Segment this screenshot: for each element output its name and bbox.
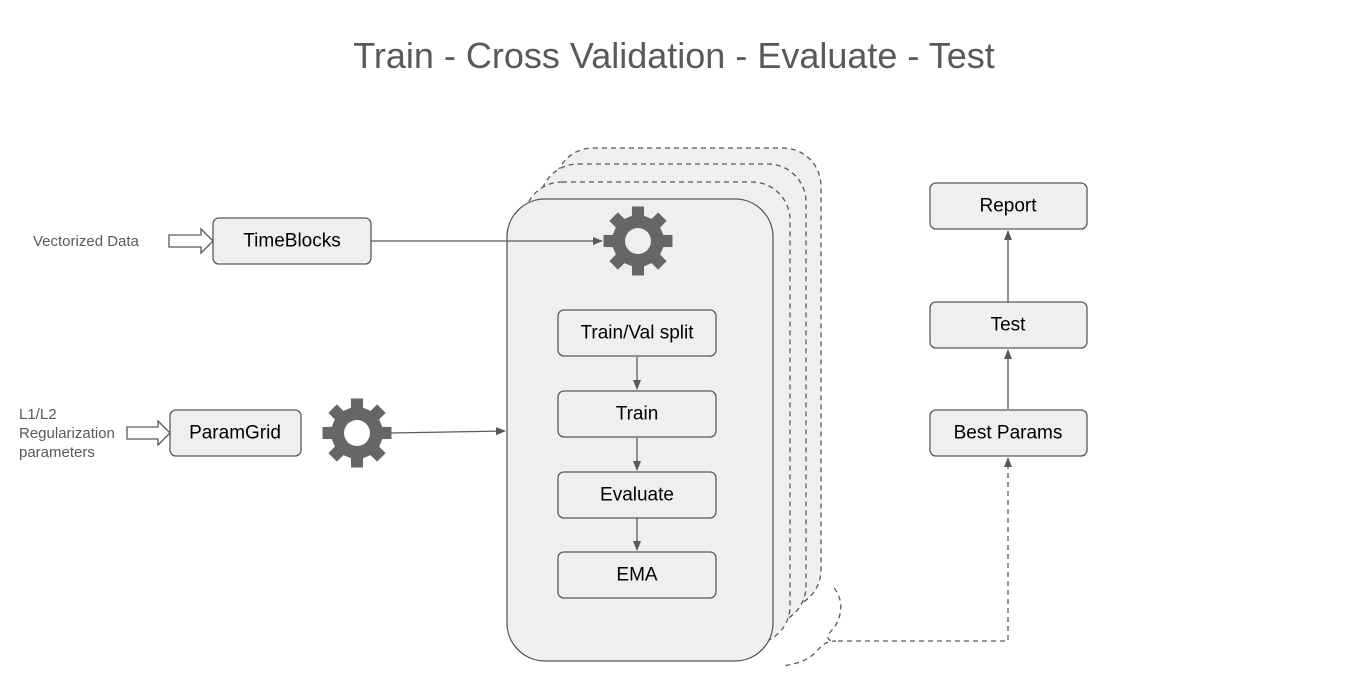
node-best-params[interactable]: Best Params <box>929 409 1088 457</box>
input-label-vectorized-data: Vectorized Data <box>33 233 140 250</box>
node-train[interactable]: Train <box>557 390 717 438</box>
node-timeblocks[interactable]: TimeBlocks <box>212 217 372 265</box>
node-train-val-split-label: Train/Val split <box>581 323 695 344</box>
node-report-label: Report <box>979 196 1037 217</box>
node-test-label: Test <box>991 315 1027 336</box>
node-train-val-split[interactable]: Train/Val split <box>557 309 717 357</box>
gear-icon <box>322 398 392 468</box>
node-paramgrid[interactable]: ParamGrid <box>169 409 302 457</box>
input-arrow-vectorized <box>168 227 214 255</box>
gear-hole <box>625 228 651 254</box>
node-best-params-label: Best Params <box>954 423 1063 444</box>
gear-hole <box>344 420 370 446</box>
brace-stack-summary <box>781 587 842 667</box>
node-evaluate-label: Evaluate <box>600 485 674 506</box>
node-timeblocks-label: TimeBlocks <box>243 231 340 252</box>
input-label-parameters: parameters <box>19 444 95 461</box>
input-label-regularization: Regularization <box>19 425 115 442</box>
gear-icon <box>603 206 673 276</box>
node-paramgrid-label: ParamGrid <box>189 423 281 444</box>
connector-gear-to-stack <box>390 427 506 436</box>
diagram-title: Train - Cross Validation - Evaluate - Te… <box>353 35 995 76</box>
node-evaluate[interactable]: Evaluate <box>557 471 717 519</box>
node-report[interactable]: Report <box>929 182 1088 230</box>
input-arrow-regularization <box>126 419 171 447</box>
node-ema[interactable]: EMA <box>557 551 717 599</box>
node-ema-label: EMA <box>616 565 658 586</box>
input-label-l1l2: L1/L2 <box>19 406 57 423</box>
connector-stack-to-bestparams <box>838 457 1012 642</box>
node-train-label: Train <box>616 404 659 425</box>
node-test[interactable]: Test <box>929 301 1088 349</box>
